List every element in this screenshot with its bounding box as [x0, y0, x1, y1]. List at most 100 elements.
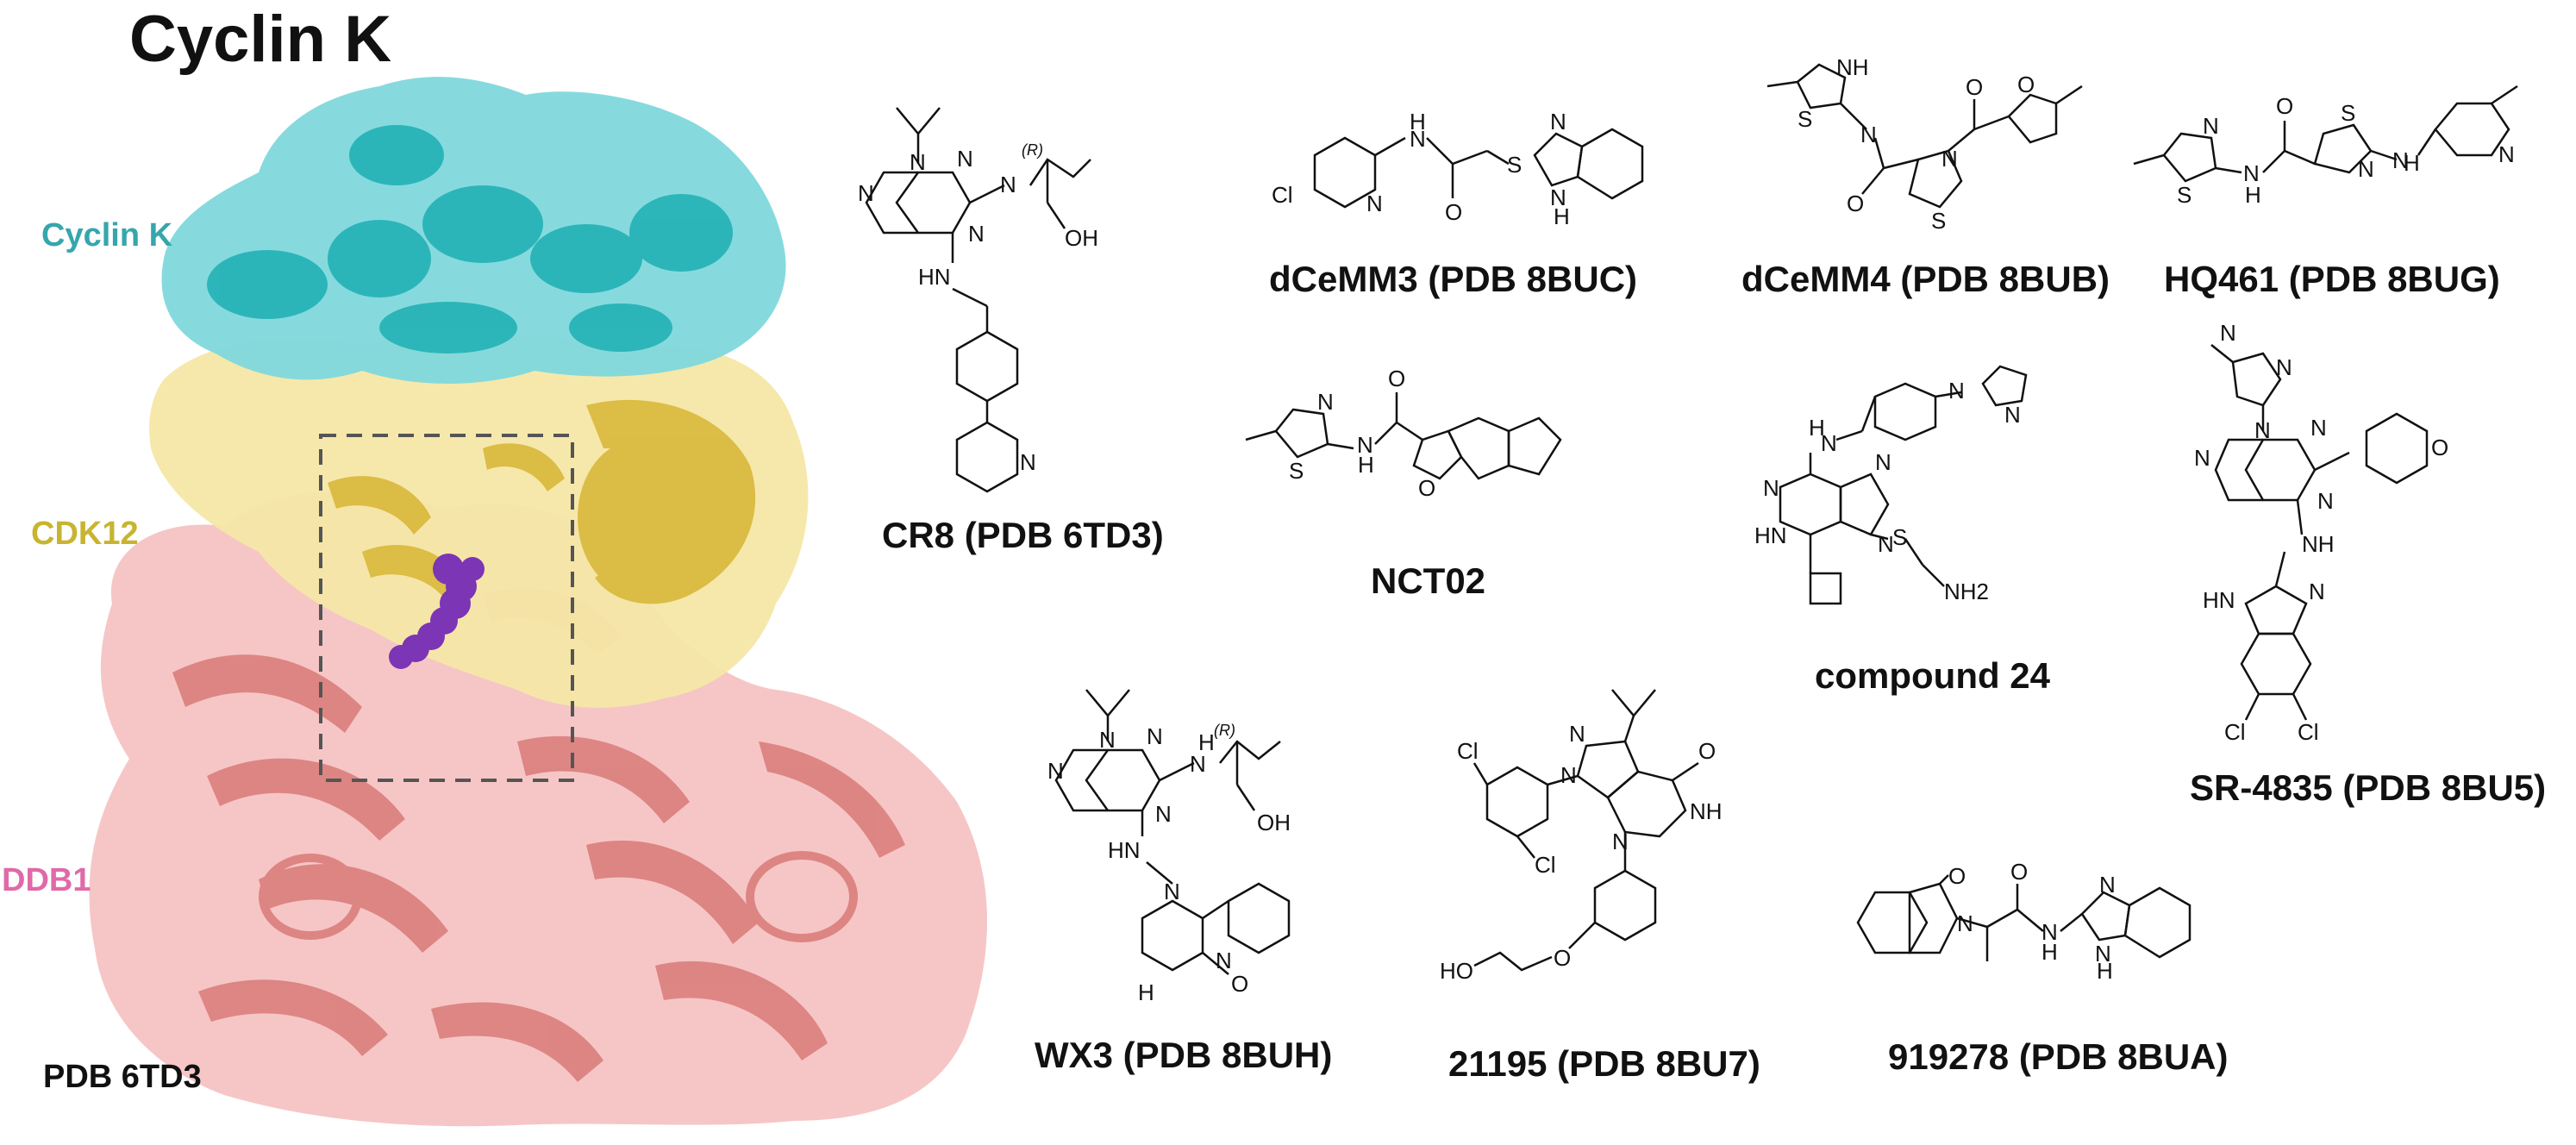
- ligand-spheres: [389, 554, 485, 669]
- atom-label: N: [2220, 320, 2236, 346]
- atom-label: N: [1020, 449, 1036, 475]
- atom-label: N: [1047, 758, 1064, 784]
- atom-label: N: [1569, 721, 1585, 747]
- atom-label: S: [2177, 182, 2191, 208]
- atom-label: H: [2041, 939, 2058, 965]
- atom-label: N: [1410, 126, 1426, 152]
- atom-label: HN: [1754, 522, 1787, 548]
- structure-compound-24: H N N N N N N HN S NH2: [1754, 365, 2028, 605]
- atom-label: N: [1957, 910, 1973, 936]
- atom-label: N: [2358, 156, 2374, 182]
- atom-label: N: [1216, 948, 1232, 973]
- atom-label: N: [1550, 185, 1566, 210]
- structure-hq461: N S N H O S N N H N: [2133, 84, 2518, 208]
- atom-label: N: [1366, 191, 1383, 216]
- label-cyclin-k: Cyclin K: [41, 217, 173, 253]
- atom-label: N: [2004, 402, 2021, 428]
- atom-label: HO: [1440, 958, 1473, 984]
- atom-label: O: [1966, 74, 1983, 100]
- atom-label: N: [2254, 417, 2271, 443]
- atom-label: N: [1941, 146, 1958, 172]
- label-wx3: WX3 (PDB 8BUH): [1035, 1035, 1333, 1075]
- atom-label: N: [1878, 531, 1894, 557]
- atom-label: N: [1612, 829, 1629, 854]
- atom-label: Cl: [2298, 719, 2319, 745]
- atom-label: H: [1198, 729, 1215, 755]
- atom-label: O: [2276, 93, 2293, 119]
- atom-label: H: [1358, 452, 1374, 478]
- atom-label: N: [2095, 941, 2111, 967]
- atom-label: (R): [1022, 141, 1043, 159]
- atom-label: S: [2341, 100, 2355, 126]
- cdk12-ribbons: [328, 399, 756, 604]
- atom-label: O: [2431, 435, 2448, 460]
- atom-label: O: [1388, 366, 1405, 391]
- atom-label: N: [1099, 727, 1116, 753]
- label-ddb1: DDB1: [2, 862, 91, 898]
- atom-label: O: [2010, 859, 2028, 885]
- atom-label: NH: [2302, 531, 2335, 557]
- atom-label: N: [1560, 762, 1577, 788]
- atom-label: O: [1445, 199, 1462, 225]
- atom-label: S: [1892, 524, 1907, 550]
- cyclin-k-ribbons: [207, 125, 733, 354]
- atom-label: HN: [1108, 837, 1141, 863]
- atom-label: NH: [1690, 798, 1723, 824]
- structure-21195: Cl N N O NH N Cl HO O: [1440, 689, 1723, 984]
- label-hq461: HQ461 (PDB 8BUG): [2164, 259, 2500, 299]
- atom-label: N: [1821, 430, 1837, 456]
- structure-cr8: N N N N N (R) OH HN N: [858, 107, 1098, 493]
- atom-label: HN: [2203, 587, 2235, 613]
- atom-label: N: [2310, 415, 2327, 441]
- atom-label: O: [2017, 72, 2035, 97]
- atom-label: N: [1164, 879, 1180, 904]
- atom-label: OH: [1257, 810, 1291, 835]
- binding-site-box: [319, 434, 574, 782]
- atom-label: N: [1357, 432, 1373, 458]
- atom-label: Cl: [2224, 719, 2246, 745]
- label-compound-24: compound 24: [1815, 655, 2051, 696]
- atom-label: N: [1317, 389, 1334, 415]
- atom-label: OH: [1065, 225, 1098, 251]
- atom-label: N: [1147, 723, 1163, 749]
- atom-label: HN: [918, 264, 951, 290]
- figure-title: Cyclin K: [129, 3, 392, 76]
- atom-label: N: [1875, 449, 1891, 475]
- structure-919278: O N O N H N N H: [1856, 859, 2191, 984]
- atom-label: O: [1948, 863, 1966, 889]
- atom-label: N: [858, 180, 874, 206]
- atom-label: N: [2099, 872, 2116, 898]
- atom-label: H: [1410, 109, 1426, 135]
- atom-label: N: [2309, 579, 2325, 604]
- atom-label: N: [2194, 445, 2210, 471]
- structure-nct02: N S N H O O: [1245, 366, 1562, 501]
- atom-label: N: [2317, 488, 2334, 514]
- label-21195: 21195 (PDB 8BU7): [1448, 1043, 1760, 1084]
- label-nct02: NCT02: [1371, 560, 1486, 601]
- atom-label: H: [2245, 182, 2261, 208]
- atom-label: N: [1155, 801, 1172, 827]
- ddb1-surface: [89, 491, 988, 1127]
- atom-label: Cl: [1272, 182, 1293, 208]
- atom-label: N: [2498, 141, 2515, 167]
- label-pdb-6td3: PDB 6TD3: [43, 1059, 202, 1095]
- atom-label: H: [2097, 958, 2113, 984]
- atom-label: O: [1847, 191, 1864, 216]
- atom-label: N: [2041, 919, 2058, 945]
- atom-label: NH: [1836, 54, 1869, 80]
- label-cr8: CR8 (PDB 6TD3): [882, 515, 1164, 555]
- structure-dcemm3: Cl N H N O S N H N: [1272, 109, 1644, 229]
- atom-label: H: [1809, 415, 1825, 441]
- atom-label: S: [1798, 106, 1812, 132]
- atom-label: N: [957, 146, 973, 172]
- atom-label: H: [2404, 150, 2420, 176]
- atom-label: N: [2392, 147, 2409, 173]
- label-dcemm4: dCeMM4 (PDB 8BUB): [1741, 259, 2110, 299]
- atom-label: H: [1138, 979, 1154, 1005]
- atom-label: S: [1931, 208, 1946, 234]
- atom-label: S: [1289, 458, 1304, 484]
- label-dcemm3: dCeMM3 (PDB 8BUC): [1269, 259, 1638, 299]
- atom-label: N: [1763, 475, 1779, 501]
- atom-label: N: [1860, 122, 1877, 147]
